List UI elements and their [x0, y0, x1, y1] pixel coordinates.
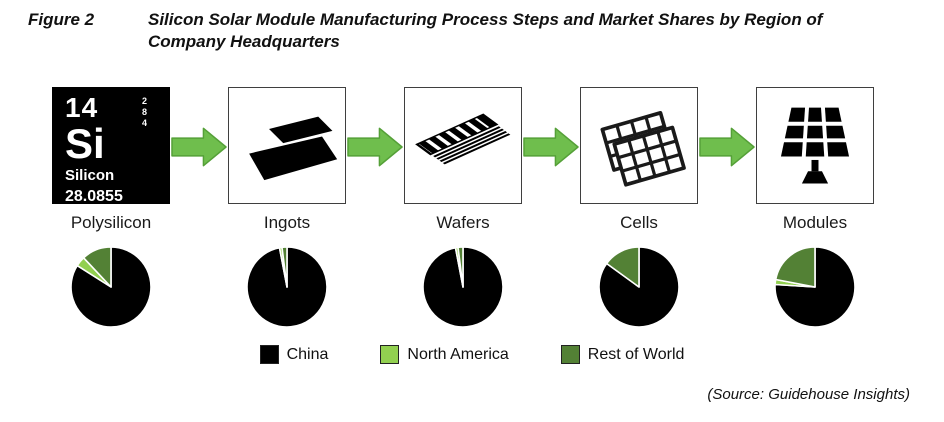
step-ingots: Ingots: [228, 87, 346, 233]
solar-module-glyph: [777, 105, 853, 184]
step-label-ingots: Ingots: [263, 213, 311, 232]
step-label-modules: Modules: [782, 213, 848, 232]
process-arrow-3: [522, 126, 580, 168]
figure-header: Figure 2 Silicon Solar Module Manufactur…: [0, 0, 944, 53]
silicon-tile-top-row: 14 2 8 4: [65, 94, 159, 129]
ingot-icon: [228, 87, 346, 204]
atomic-mass: 28.0855: [65, 188, 123, 205]
pie-chart-modules: [774, 246, 856, 328]
process-arrow-2: [346, 126, 404, 168]
legend-swatch-rest-of-world: [560, 345, 580, 364]
step-cells: Cells: [580, 87, 698, 233]
solar-cells-glyph: [600, 110, 686, 187]
figure-title: Silicon Solar Module Manufacturing Proce…: [148, 9, 822, 53]
shell-3: 4: [141, 118, 147, 128]
pie-cell-ingots: [228, 245, 346, 329]
process-flow: 14 2 8 4 Si Silicon 28.0855 Polysilicon: [0, 87, 944, 233]
legend-label-china: China: [286, 345, 329, 363]
pie-chart-polysilicon: [70, 246, 152, 328]
spacer: [698, 245, 756, 329]
electron-shells: 2 8 4: [142, 96, 147, 129]
step-modules: Modules: [756, 87, 874, 233]
step-wafers: Wafers: [404, 87, 522, 233]
step-label-wafers: Wafers: [436, 213, 490, 232]
legend-swatch-china: [259, 345, 279, 364]
pie-slice-rest-of-world: [774, 246, 816, 288]
step-label-cells: Cells: [620, 213, 658, 232]
spacer: [170, 245, 228, 329]
right-arrow-icon: [522, 127, 579, 167]
pie-slice-rest-of-world: [457, 246, 464, 288]
legend-item-north-america: North America: [380, 345, 509, 364]
shell-1: 2: [141, 96, 147, 106]
element-symbol: Si: [65, 120, 105, 167]
pie-cell-modules: [756, 245, 874, 329]
solar-module-icon: [756, 87, 874, 204]
legend-swatch-north-america: [380, 345, 400, 364]
legend-label-north-america: North America: [407, 345, 509, 363]
step-polysilicon: 14 2 8 4 Si Silicon 28.0855 Polysilicon: [52, 87, 170, 233]
spacer: [346, 245, 404, 329]
pie-cell-cells: [580, 245, 698, 329]
figure-title-line-2: Company Headquarters: [148, 32, 340, 51]
source-note: (Source: Guidehouse Insights): [707, 386, 910, 403]
pie-chart-wafers: [422, 246, 504, 328]
market-share-pies: [0, 245, 944, 329]
pie-slice-rest-of-world: [281, 246, 288, 288]
pie-chart-cells: [598, 246, 680, 328]
process-arrow-4: [698, 126, 756, 168]
wafer-stack-icon: [404, 87, 522, 204]
ingot-glyph: [249, 116, 338, 180]
legend-item-rest-of-world: Rest of World: [560, 345, 685, 364]
pie-chart-ingots: [246, 246, 328, 328]
legend: China North America Rest of World: [0, 345, 944, 364]
right-arrow-icon: [170, 127, 227, 167]
right-arrow-icon: [346, 127, 403, 167]
pie-slice-rest-of-world: [82, 246, 112, 288]
figure-title-line-1: Silicon Solar Module Manufacturing Proce…: [148, 10, 823, 29]
solar-cells-icon: [580, 87, 698, 204]
atomic-number: 14: [65, 92, 99, 123]
pie-cell-wafers: [404, 245, 522, 329]
pie-slice-rest-of-world: [605, 246, 640, 288]
figure-label: Figure 2: [28, 10, 95, 29]
process-arrow-1: [170, 126, 228, 168]
shell-2: 8: [141, 107, 147, 117]
silicon-periodic-tile-icon: 14 2 8 4 Si Silicon 28.0855: [52, 87, 170, 205]
right-arrow-icon: [698, 127, 755, 167]
spacer: [522, 245, 580, 329]
legend-item-china: China: [259, 345, 329, 364]
legend-label-rest-of-world: Rest of World: [587, 345, 685, 363]
step-label-polysilicon: Polysilicon: [70, 213, 152, 232]
element-name: Silicon: [65, 167, 115, 184]
wafer-stack-glyph: [415, 112, 511, 164]
pie-cell-polysilicon: [52, 245, 170, 329]
